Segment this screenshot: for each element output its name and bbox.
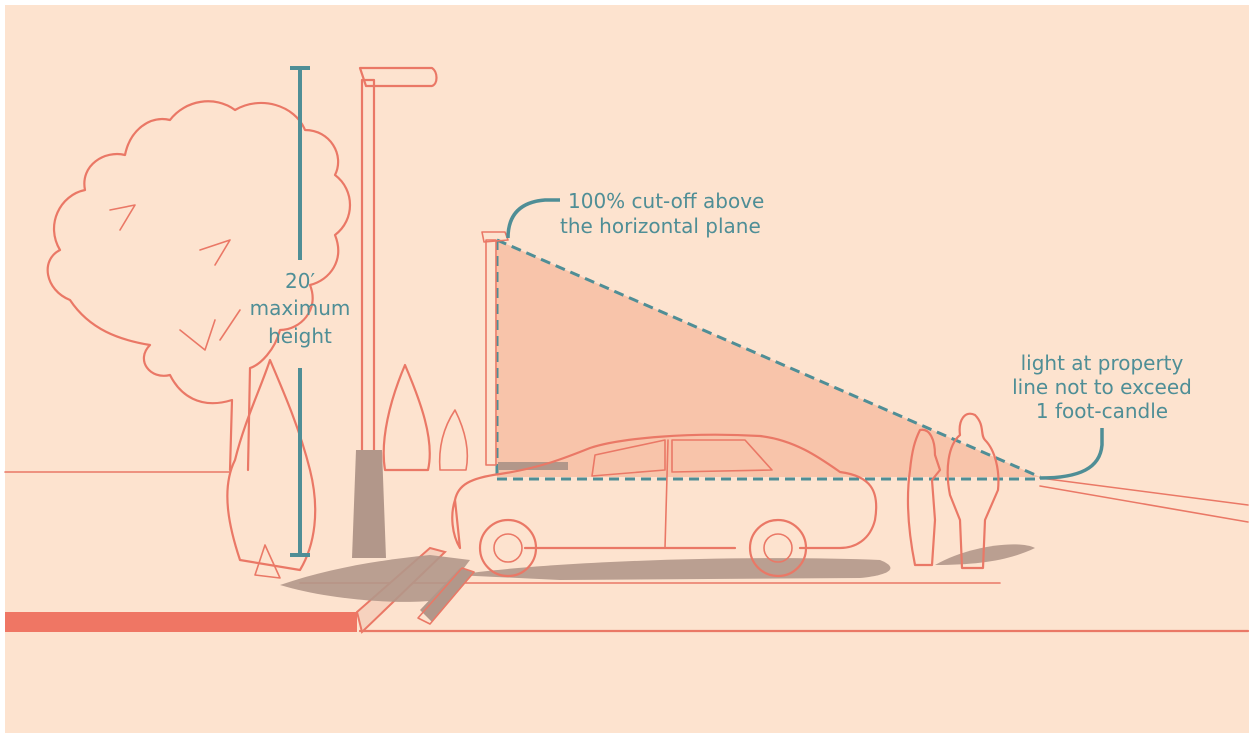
- height-value-label: 20′: [285, 269, 315, 293]
- property-label-line2: line not to exceed: [1012, 375, 1192, 399]
- height-label-line2: height: [268, 324, 332, 348]
- cutoff-label-line2: the horizontal plane: [560, 214, 761, 238]
- short-pole-base-shadow: [498, 462, 568, 470]
- cutoff-label-line1: 100% cut-off above: [568, 189, 764, 213]
- property-label-line3: 1 foot-candle: [1036, 399, 1168, 423]
- property-label-line1: light at property: [1021, 351, 1184, 375]
- curb-strip: [5, 612, 357, 632]
- height-label-line1: maximum: [250, 296, 351, 320]
- tall-pole-base-shadow: [352, 450, 386, 558]
